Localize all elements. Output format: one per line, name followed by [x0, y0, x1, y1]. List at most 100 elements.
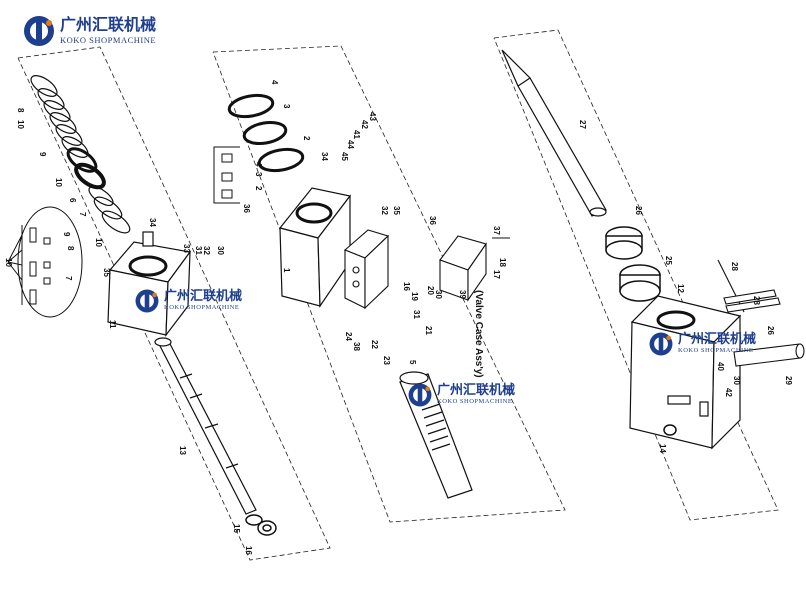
body-seal-rings: [227, 93, 305, 173]
part-label: 42: [724, 388, 733, 397]
part-label: 43: [368, 112, 377, 121]
part-label: 24: [344, 332, 353, 341]
logo-icon: [24, 16, 54, 46]
part-label: 12: [676, 284, 685, 293]
part-label: 31: [412, 310, 421, 319]
part-label: 23: [382, 356, 391, 365]
seal-ring-stack: [30, 75, 131, 234]
part-label: 16: [402, 282, 411, 291]
logo-icon: [649, 332, 673, 356]
part-label: 30: [732, 376, 741, 385]
part-label: 18: [498, 258, 507, 267]
part-label: 26: [634, 206, 643, 215]
part-label: 13: [178, 446, 187, 455]
cylinder-group-outline: [17, 46, 331, 561]
part-label: 27: [578, 120, 587, 129]
part-label: 8: [16, 108, 25, 113]
part-label: 10: [94, 238, 103, 247]
koko-watermark: 广州汇联机械 KOKO SHOPMACHINE: [648, 331, 756, 357]
brand-name-en: KOKO SHOPMACHINE: [164, 304, 240, 312]
part-label: 42: [360, 120, 369, 129]
logo-icon: [408, 383, 432, 407]
part-label: 28: [730, 262, 739, 271]
part-label: 34: [148, 218, 157, 227]
part-label: 35: [392, 206, 401, 215]
part-label: 17: [492, 270, 501, 279]
part-label: 38: [352, 342, 361, 351]
front-pins: [717, 259, 805, 367]
part-label: 2: [302, 136, 311, 141]
front-head: [629, 295, 742, 450]
part-label: 6: [68, 198, 77, 203]
body-seal-detail: [213, 146, 240, 204]
part-label: 7: [64, 276, 73, 281]
part-label: 32: [380, 206, 389, 215]
part-label: 32: [202, 246, 211, 255]
brand-name-en: KOKO SHOPMACHINE: [60, 35, 157, 46]
part-label: 35: [102, 268, 111, 277]
brand-name-en: KOKO SHOPMACHINE: [678, 347, 754, 355]
part-label: 9: [62, 232, 71, 237]
valve-block: [343, 229, 390, 310]
part-label: 15: [232, 524, 241, 533]
part-label: 30: [434, 290, 443, 299]
brand-name-cn: 广州汇联机械: [437, 383, 516, 399]
part-label: 25: [664, 256, 673, 265]
part-label: 3: [254, 172, 263, 177]
part-label: 29: [784, 376, 793, 385]
part-label: 28: [752, 296, 761, 305]
part-label: 16: [244, 546, 253, 555]
part-label: 26: [766, 326, 775, 335]
piston-nut: [245, 514, 277, 536]
part-label: 8: [66, 246, 75, 251]
piston: [154, 337, 257, 515]
part-label: 11: [108, 320, 117, 329]
cylinder-block: [107, 231, 192, 337]
part-labels: 10 8 9 10 6 7 10 10 8 9 7 34 31 32 33 30…: [4, 80, 793, 555]
part-label: 7: [78, 212, 87, 217]
chisel: [501, 49, 607, 217]
part-label: 34: [320, 152, 329, 161]
part-label: 20: [426, 286, 435, 295]
part-label: 33: [182, 244, 191, 253]
part-label: 30: [216, 246, 225, 255]
part-label: 22: [370, 340, 379, 349]
koko-watermark: 广州汇联机械 KOKO SHOPMACHINE: [134, 288, 242, 314]
part-label: 9: [38, 152, 47, 157]
front-head-group-outline: [493, 29, 779, 521]
part-label: 10: [16, 120, 25, 129]
part-label: 31: [194, 246, 203, 255]
front-bushings: [605, 226, 661, 302]
part-label: 40: [716, 362, 725, 371]
brand-name-cn: 广州汇联机械: [678, 332, 757, 348]
part-label: 21: [424, 326, 433, 335]
valve-case-assembly: [439, 235, 510, 302]
body-group-outline: [212, 45, 566, 523]
valve-caption: (Valve Case Ass'y): [473, 290, 484, 378]
part-label: 45: [340, 152, 349, 161]
part-label: 10: [4, 258, 13, 267]
part-label: 19: [410, 292, 419, 301]
brand-name-en: KOKO SHOPMACHINE: [437, 398, 513, 406]
koko-logo: 广州汇联机械 KOKO SHOPMACHINE: [22, 14, 156, 48]
part-label: 14: [658, 444, 667, 453]
cylinder-body: [278, 187, 352, 308]
part-label: 5: [408, 360, 417, 365]
brand-name-cn: 广州汇联机械: [60, 15, 157, 35]
part-label: 36: [242, 204, 251, 213]
part-label: 1: [282, 268, 291, 273]
part-label: 10: [54, 178, 63, 187]
part-label: 41: [352, 130, 361, 139]
brand-name-cn: 广州汇联机械: [164, 289, 243, 305]
part-label: 44: [346, 140, 355, 149]
front-small-bushing: [663, 424, 677, 436]
koko-watermark: 广州汇联机械 KOKO SHOPMACHINE: [407, 382, 515, 408]
logo-icon: [135, 289, 159, 313]
part-label: 36: [428, 216, 437, 225]
part-label: 37: [492, 226, 501, 235]
part-label: 39: [458, 290, 467, 299]
part-label: 3: [282, 104, 291, 109]
part-label: 2: [254, 186, 263, 191]
part-label: 4: [270, 80, 279, 85]
